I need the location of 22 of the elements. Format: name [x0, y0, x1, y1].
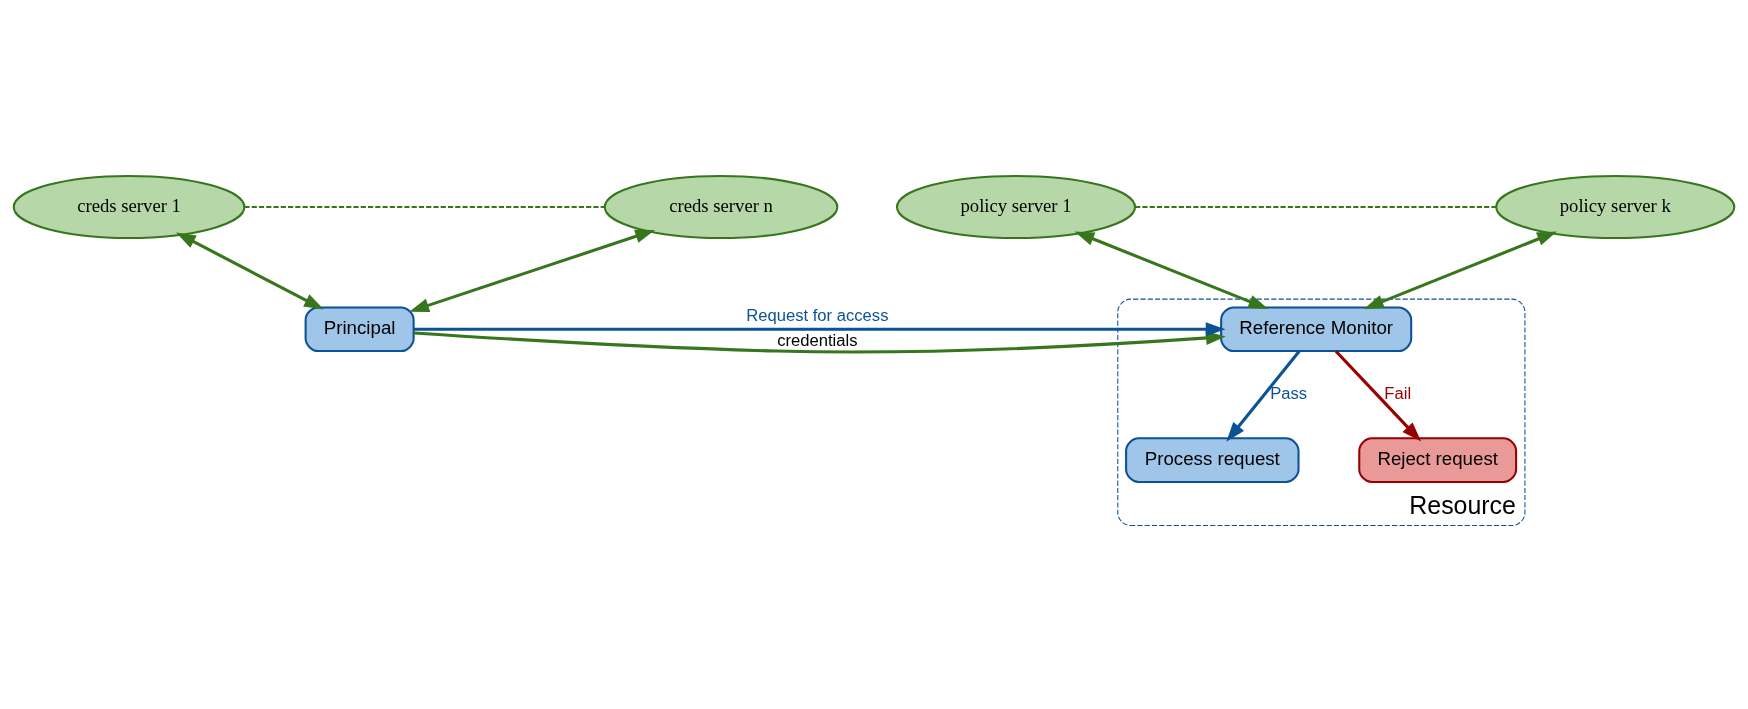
arrow — [1363, 231, 1557, 309]
edge-label: Pass — [1270, 383, 1308, 403]
node-box: Reference Monitor — [1220, 305, 1413, 352]
arrow — [1074, 231, 1269, 309]
connector — [1135, 205, 1497, 208]
node-box: Reject request — [1358, 436, 1518, 483]
node-box: Principal — [304, 305, 415, 352]
arrow — [413, 321, 1226, 336]
connector — [244, 205, 605, 208]
edge-label: Fail — [1384, 383, 1412, 403]
arrow — [409, 229, 655, 312]
node-ellipse: creds server n — [603, 174, 839, 239]
edge-label: credentials — [777, 330, 858, 350]
edge-label: Request for access — [746, 305, 889, 325]
node-box: Process request — [1125, 436, 1300, 483]
node-ellipse: policy server 1 — [895, 174, 1137, 239]
arrow — [176, 232, 324, 310]
arrow — [413, 330, 1226, 353]
arrow — [1226, 349, 1301, 442]
node-ellipse: policy server k — [1495, 174, 1736, 239]
node-ellipse: creds server 1 — [12, 174, 246, 239]
arrow — [1334, 349, 1422, 442]
